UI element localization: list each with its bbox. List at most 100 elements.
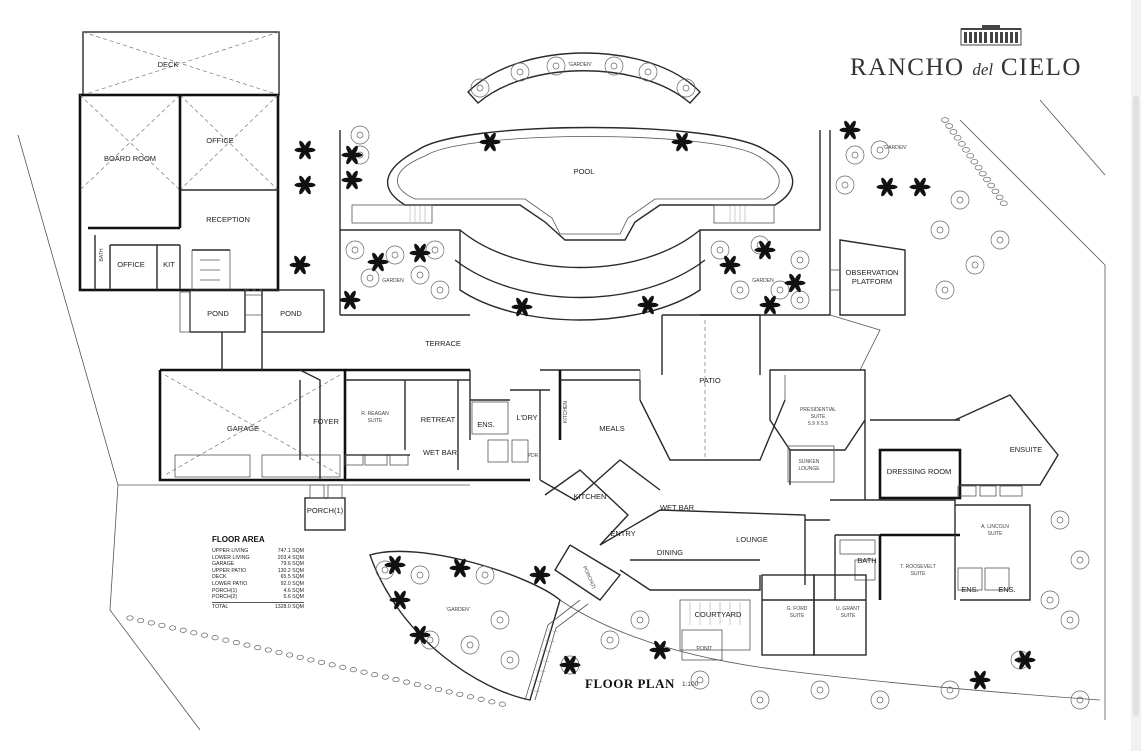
palm-frond: [394, 555, 401, 566]
palm-frond: [1024, 659, 1031, 670]
palm-frond: [642, 295, 649, 306]
label-observation-2: PLATFORM: [852, 277, 892, 286]
landscape-palms: [289, 120, 1036, 690]
palm-symbol: [294, 175, 316, 195]
shrub-symbol: [470, 78, 490, 98]
palm-frond: [299, 264, 306, 275]
pebble: [381, 674, 389, 680]
palm-symbol: [909, 177, 931, 197]
palm-frond: [642, 304, 649, 315]
palm-frond: [419, 252, 426, 263]
palm-frond: [1019, 659, 1026, 670]
palm-frond: [304, 175, 311, 186]
palm-frond: [886, 177, 893, 188]
palm-frond: [789, 282, 796, 293]
shrub-center: [356, 131, 364, 139]
pebble: [999, 200, 1008, 207]
pebble: [264, 647, 272, 653]
shrub-center: [416, 271, 424, 279]
shrub-center: [506, 656, 514, 664]
palm-frond: [534, 574, 541, 585]
pebble: [435, 686, 443, 693]
palm-frond: [516, 306, 523, 317]
shrub-symbol: [385, 245, 405, 265]
palm-frond: [654, 649, 661, 660]
shrub-center: [606, 636, 614, 644]
shrub-symbol: [490, 610, 510, 630]
label-terrace: TERRACE: [425, 339, 461, 348]
terrace-garden-walls: [339, 130, 831, 321]
label-retreat: RETREAT: [421, 415, 456, 424]
label-ens-left: ENS.: [961, 585, 979, 594]
shrub-center: [351, 246, 359, 254]
palm-frond: [794, 273, 801, 284]
palm-frond: [724, 255, 731, 266]
palm-frond: [681, 141, 688, 152]
label-lincoln-1: A. LINCOLN: [981, 524, 1009, 530]
pebble: [488, 699, 496, 705]
shrub-center: [644, 68, 652, 76]
palm-frond: [539, 565, 546, 576]
shrub-center: [1076, 556, 1084, 564]
label-pool: POOL: [574, 167, 595, 176]
shrub-center: [426, 636, 434, 644]
palm-frond: [979, 670, 986, 681]
shrub-center: [481, 571, 489, 579]
pebble: [179, 627, 187, 633]
pebble: [413, 681, 421, 688]
palm-frond: [484, 141, 491, 152]
palm-symbol: [1014, 650, 1036, 670]
palm-frond: [521, 297, 528, 308]
shrub-symbol: [710, 240, 730, 260]
pebble: [403, 679, 411, 685]
floor-area-total-label: TOTAL: [212, 603, 229, 610]
palm-symbol: [671, 132, 693, 152]
bedroom-wing-walls: [830, 499, 1031, 601]
label-sunken-1: SUNKEN: [799, 459, 820, 465]
palm-frond: [729, 264, 736, 275]
pebble: [987, 182, 996, 189]
top-garden-bed: [467, 52, 701, 104]
patio-walls: [639, 314, 786, 461]
label-garage: GARAGE: [227, 424, 259, 433]
pebble: [995, 194, 1004, 201]
palm-frond: [724, 264, 731, 275]
label-roosevelt-2: SUITE: [911, 571, 926, 577]
vertical-scrollbar[interactable]: [1131, 0, 1141, 751]
palm-frond: [844, 129, 851, 140]
pebble: [147, 620, 155, 626]
dressing-ensuite-walls: [878, 394, 1059, 500]
floor-area-total-row: TOTAL 1328.0 SQM: [212, 601, 304, 611]
shrub-center: [496, 616, 504, 624]
pebble: [200, 632, 209, 638]
palm-frond: [454, 558, 461, 569]
shrub-center: [996, 236, 1004, 244]
pebble: [243, 642, 251, 648]
palm-frond: [659, 649, 666, 660]
floor-plan-title: FLOOR PLAN: [585, 676, 675, 691]
floor-area-row-label: LOWER PATIO: [212, 580, 248, 587]
shrub-center: [682, 84, 690, 92]
palm-symbol: [409, 625, 431, 645]
pebble: [317, 659, 326, 665]
shrub-center: [851, 151, 859, 159]
palm-frond: [759, 249, 766, 260]
observation-platform-walls: [829, 239, 906, 371]
scrollbar-thumb[interactable]: [1133, 96, 1139, 716]
shrub-center: [381, 566, 389, 574]
palm-frond: [454, 567, 461, 578]
pebble: [137, 617, 145, 624]
shrub-symbol: [835, 175, 855, 195]
floor-area-row-value: 203.4 SQM: [277, 554, 304, 561]
shrub-symbol: [965, 255, 985, 275]
palm-frond: [919, 186, 926, 197]
palm-frond: [344, 290, 351, 301]
pebble: [275, 649, 283, 656]
palm-frond: [886, 186, 893, 197]
label-pond-left: POND: [207, 309, 229, 318]
label-grant-2: SUITE: [841, 613, 856, 619]
shrub-symbol: [810, 680, 830, 700]
shrub-center: [466, 641, 474, 649]
label-foyer: FOYER: [313, 417, 339, 426]
